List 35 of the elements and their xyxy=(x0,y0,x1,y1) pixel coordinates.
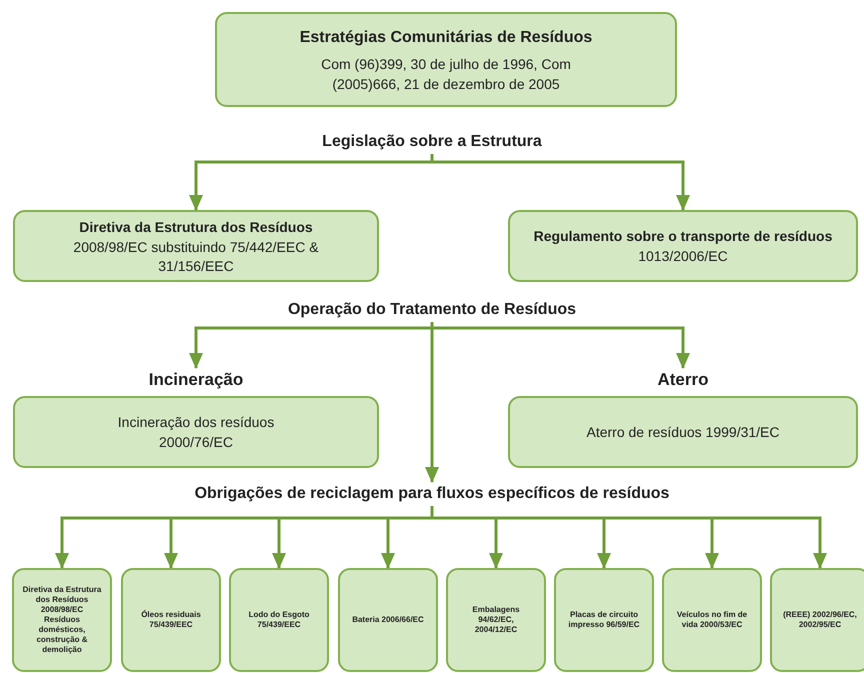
section-heading: Operação do Tratamento de Resíduos xyxy=(232,298,632,322)
process-box xyxy=(554,568,654,672)
arrow xyxy=(430,506,827,569)
arrow xyxy=(430,322,690,369)
box-title: Regulamento sobre o transporte de resíduos xyxy=(534,227,832,246)
box-text: Embalagens 94/62/EC, 2004/12/EC xyxy=(471,605,521,635)
box-text: Lodo do Esgoto 75/439/EEC xyxy=(248,610,310,630)
box-text: Óleos residuais 75/439/EEC xyxy=(140,610,202,630)
box-text: Diretiva da Estrutura dos Resíduos 2008/98/EC Resíduos domésticos, construção & demolição xyxy=(22,585,102,655)
process-box xyxy=(229,568,329,672)
arrow xyxy=(430,154,690,211)
box-text: Placas de circuito impresso 96/59/EC xyxy=(567,610,641,630)
box-text: Veículos no fim de vida 2000/53/EC xyxy=(676,610,748,630)
box-text: Incineração dos resíduos 2000/76/EC xyxy=(116,413,276,452)
process-box xyxy=(338,568,438,672)
box-text: 2008/98/EC substituindo 75/442/EEC & 31/156/EEC xyxy=(72,238,320,276)
box-heading: Aterro xyxy=(657,369,708,391)
process-box xyxy=(13,210,379,282)
box-text: Com (96)399, 30 de julho de 1996, Com (2005)666, 21 de dezembro de 2005 xyxy=(320,54,572,94)
process-box xyxy=(770,568,864,672)
box-text: (REEE) 2002/96/EC, 2002/95/EC xyxy=(782,610,858,630)
section-heading: Obrigações de reciclagem para fluxos específicos de resíduos xyxy=(92,482,772,506)
box-title: Estratégias Comunitárias de Resíduos xyxy=(300,28,592,48)
process-box xyxy=(508,210,858,282)
process-box xyxy=(12,568,112,672)
box-title: Diretiva da Estrutura dos Resíduos xyxy=(79,218,313,236)
box-heading: Incineração xyxy=(148,369,244,391)
section-heading: Legislação sobre a Estrutura xyxy=(262,130,602,154)
box-text: Aterro de resíduos 1999/31/EC xyxy=(586,423,780,442)
process-box xyxy=(215,12,677,107)
box-text: Bateria 2006/66/EC xyxy=(352,615,424,625)
process-box xyxy=(121,568,221,672)
box-text: 1013/2006/EC xyxy=(638,247,728,266)
process-box xyxy=(446,568,546,672)
process-box xyxy=(662,568,762,672)
